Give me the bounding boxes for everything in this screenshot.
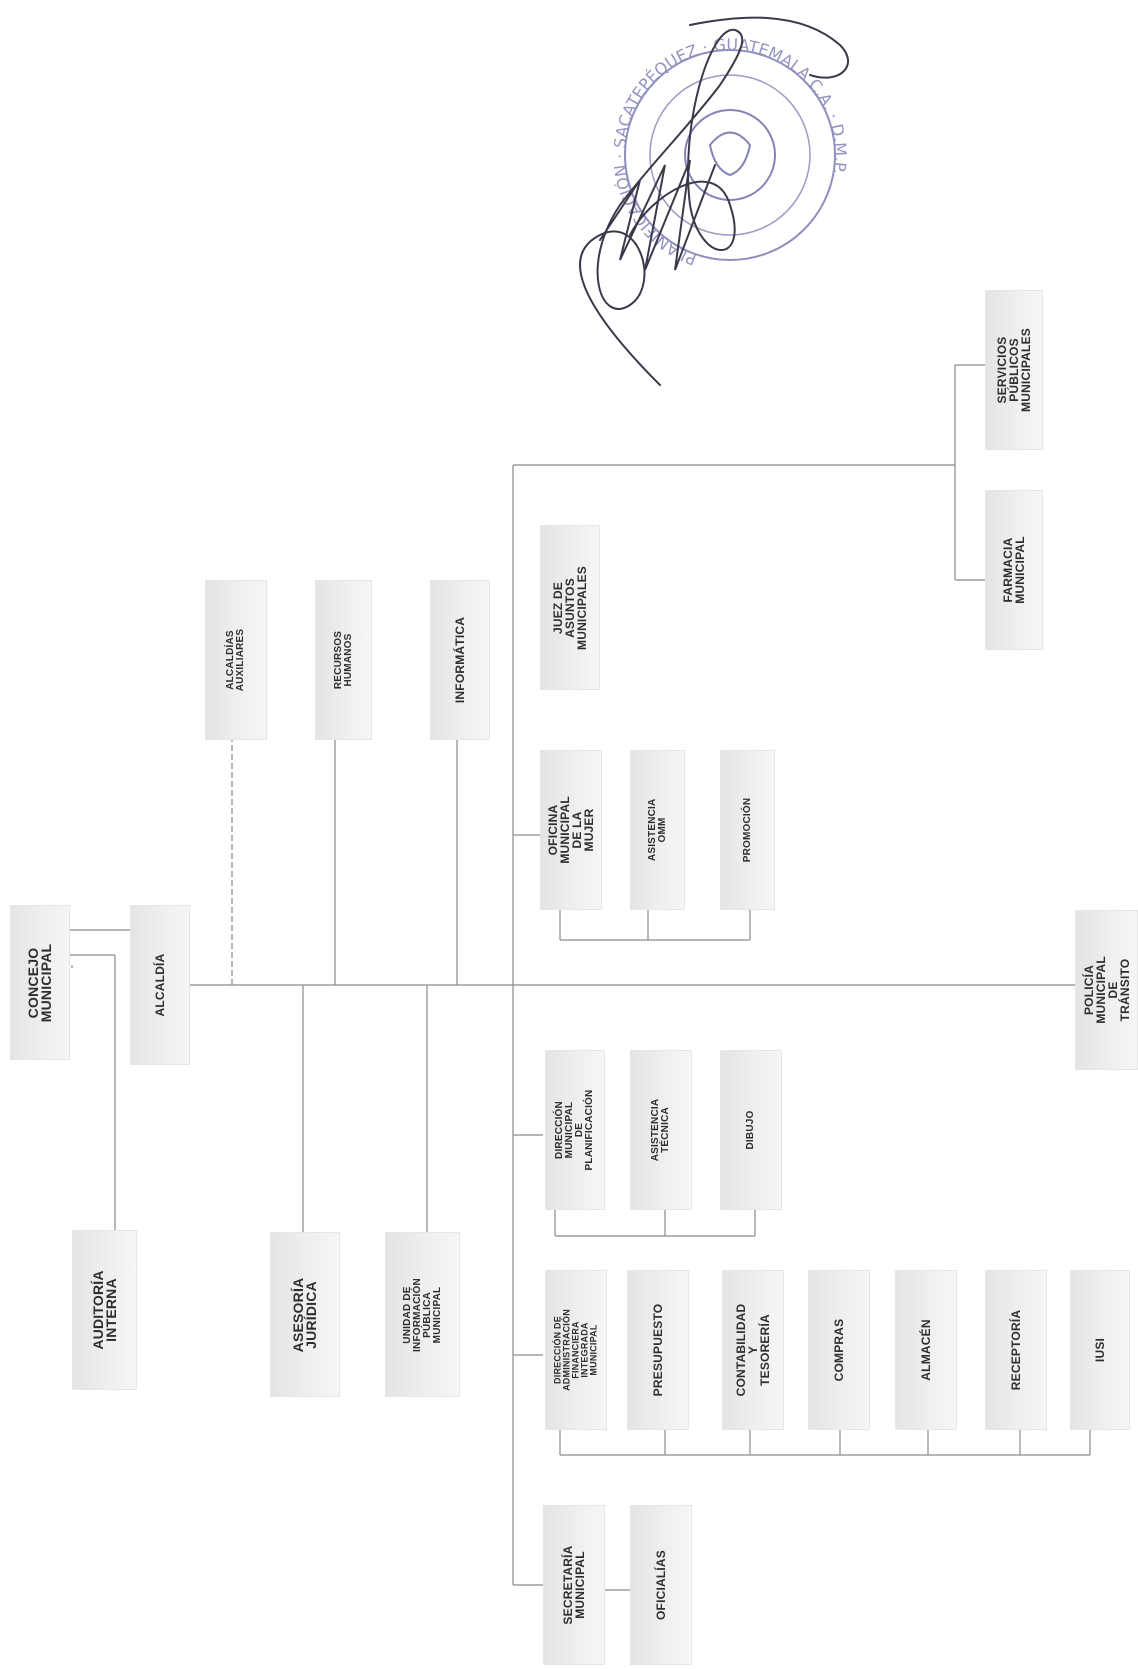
label-asistencia-tecnica: ASISTENCIA TÉCNICA bbox=[650, 1098, 671, 1162]
box-secretaria-municipal: SECRETARÍA MUNICIPAL bbox=[543, 1505, 605, 1665]
label-asesoria-juridica: ASESORÍA JURÍDICA bbox=[290, 1277, 319, 1352]
box-asesoria-juridica: ASESORÍA JURÍDICA bbox=[270, 1232, 340, 1397]
label-contabilidad-tesoreria: CONTABILIDAD Y TESORERÍA bbox=[734, 1303, 772, 1397]
box-policia-municipal-transito: POLICÍA MUNICIPAL DE TRÁNSITO bbox=[1075, 910, 1138, 1070]
box-juez-asuntos-municipales: JUEZ DE ASUNTOS MUNICIPALES bbox=[540, 525, 600, 690]
label-receptoria: RECEPTORÍA bbox=[1009, 1309, 1023, 1391]
label-servicios-publicos-municipales: SERVICIOS PÚBLICOS MUNICIPALES bbox=[995, 328, 1033, 412]
label-asistencia-omm: ASISTENCIA OMM bbox=[646, 798, 668, 862]
box-presupuesto: PRESUPUESTO bbox=[627, 1270, 689, 1430]
label-concejo-municipal: CONCEJO MUNICIPAL bbox=[25, 943, 54, 1022]
label-juez-asuntos-municipales: JUEZ DE ASUNTOS MUNICIPALES bbox=[551, 565, 589, 650]
label-recursos-humanos: RECURSOS HUMANOS bbox=[332, 630, 354, 690]
label-compras: COMPRAS bbox=[832, 1318, 846, 1382]
label-alcaldias-auxiliares: ALCALDÍAS AUXILIARES bbox=[225, 628, 246, 692]
label-secretaria-municipal: SECRETARÍA MUNICIPAL bbox=[561, 1545, 587, 1625]
label-informatica: INFORMÁTICA bbox=[453, 616, 467, 704]
box-farmacia-municipal: FARMACIA MUNICIPAL bbox=[985, 490, 1043, 650]
label-promocion: PROMOCIÓN bbox=[741, 797, 753, 863]
box-receptoria: RECEPTORÍA bbox=[985, 1270, 1047, 1430]
label-presupuesto: PRESUPUESTO bbox=[651, 1303, 665, 1397]
box-servicios-publicos-municipales: SERVICIOS PÚBLICOS MUNICIPALES bbox=[985, 290, 1043, 450]
box-direccion-municipal-planificacion: DIRECCIÓN MUNICIPAL DE PLANIFICACIÓN bbox=[545, 1050, 605, 1210]
box-dibujo: DIBUJO bbox=[720, 1050, 782, 1210]
label-dafim: DIRECCIÓN DE ADMINISTRACIÓN FINANCIERA I… bbox=[552, 1309, 599, 1391]
box-iusi: IUSI bbox=[1070, 1270, 1130, 1430]
label-auditoria-interna: AUDITORÍA INTERNA bbox=[89, 1270, 119, 1350]
box-compras: COMPRAS bbox=[808, 1270, 870, 1430]
box-concejo-municipal: CONCEJO MUNICIPAL bbox=[10, 905, 70, 1060]
box-almacen: ALMACÉN bbox=[895, 1270, 957, 1430]
label-policia-municipal-transito: POLICÍA MUNICIPAL DE TRÁNSITO bbox=[1081, 956, 1132, 1024]
box-informatica: INFORMÁTICA bbox=[430, 580, 490, 740]
box-recursos-humanos: RECURSOS HUMANOS bbox=[315, 580, 372, 740]
box-contabilidad-tesoreria: CONTABILIDAD Y TESORERÍA bbox=[722, 1270, 784, 1430]
label-farmacia-municipal: FARMACIA MUNICIPAL bbox=[1001, 536, 1027, 604]
label-oficialias: OFICIALÍAS bbox=[654, 1550, 668, 1620]
box-alcaldias-auxiliares: ALCALDÍAS AUXILIARES bbox=[205, 580, 267, 740]
box-asistencia-tecnica: ASISTENCIA TÉCNICA bbox=[630, 1050, 692, 1210]
label-direccion-municipal-planificacion: DIRECCIÓN MUNICIPAL DE PLANIFICACIÓN bbox=[554, 1089, 595, 1171]
signature bbox=[579, 16, 850, 386]
box-promocion: PROMOCIÓN bbox=[720, 750, 775, 910]
label-dibujo: DIBUJO bbox=[745, 1110, 756, 1150]
box-dafim: DIRECCIÓN DE ADMINISTRACIÓN FINANCIERA I… bbox=[545, 1270, 607, 1430]
box-asistencia-omm: ASISTENCIA OMM bbox=[630, 750, 685, 910]
label-almacen: ALMACÉN bbox=[919, 1319, 933, 1381]
box-unidad-informacion-publica: UNIDAD DE INFORMACIÓN PÚBLICA MUNICIPAL bbox=[385, 1232, 460, 1397]
box-auditoria-interna: AUDITORÍA INTERNA bbox=[72, 1230, 137, 1390]
label-oficina-municipal-mujer: OFICINA MUNICIPAL DE LA MUJER bbox=[546, 796, 596, 864]
label-alcaldia: ALCALDÍA bbox=[153, 953, 167, 1017]
label-iusi: IUSI bbox=[1093, 1337, 1107, 1363]
box-alcaldia: ALCALDÍA bbox=[130, 905, 190, 1065]
official-seal-and-signature: PLANIFICACIÓN · SACATEPÉQUEZ · GUATEMALA… bbox=[579, 16, 850, 386]
box-oficina-municipal-mujer: OFICINA MUNICIPAL DE LA MUJER bbox=[540, 750, 602, 910]
box-oficialias: OFICIALÍAS bbox=[630, 1505, 692, 1665]
label-unidad-informacion-publica: UNIDAD DE INFORMACIÓN PÚBLICA MUNICIPAL bbox=[401, 1277, 443, 1352]
